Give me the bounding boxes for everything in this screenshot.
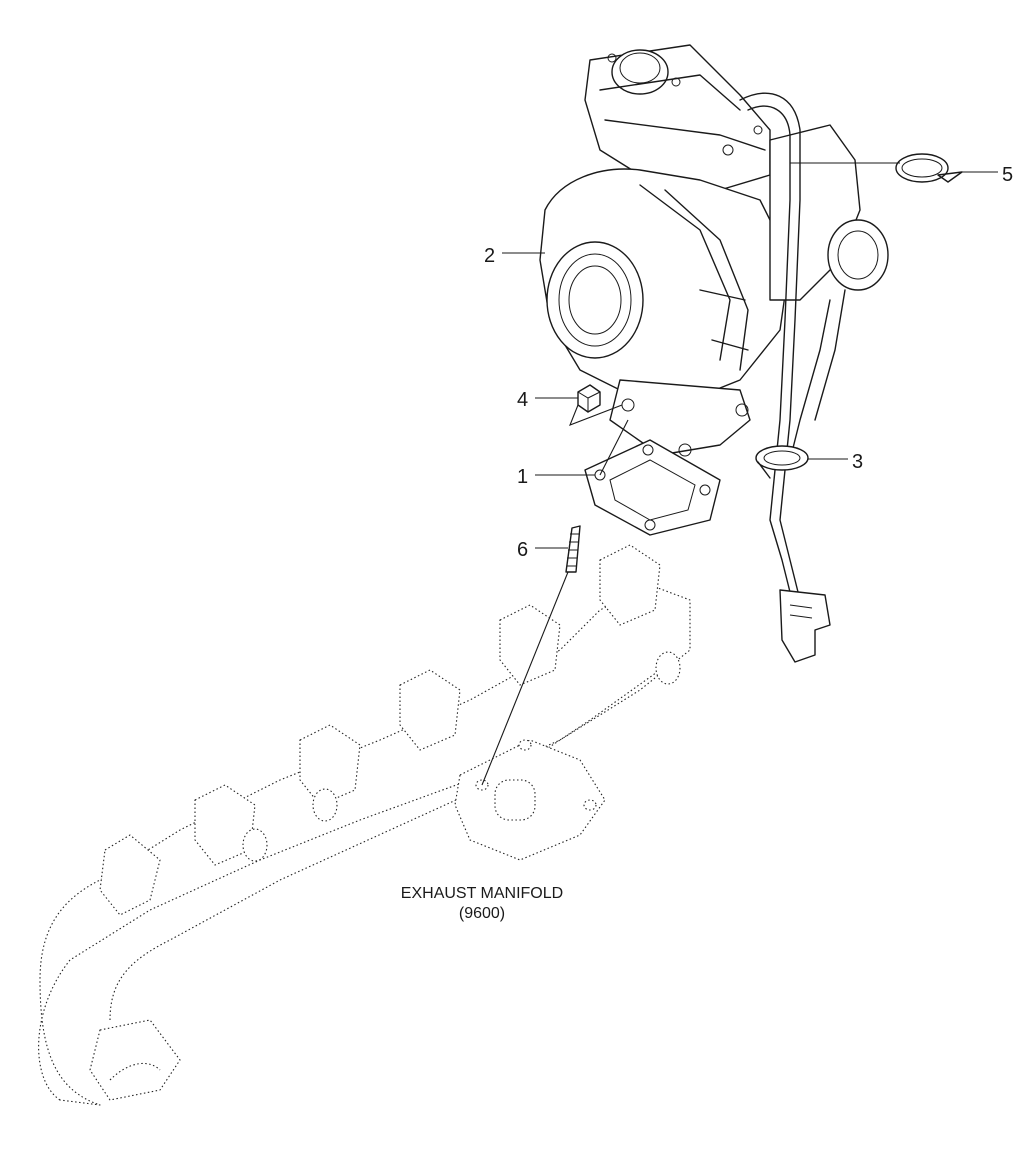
leader-5	[790, 162, 998, 173]
manifold-title: EXHAUST MANIFOLD	[401, 885, 563, 902]
callout-5: 5	[1002, 164, 1013, 186]
exhaust-manifold-phantom	[38, 544, 691, 1106]
callout-leaders	[502, 162, 998, 549]
part-1-gasket	[584, 439, 721, 536]
part-4-nut	[577, 384, 601, 413]
callout-1: 1	[517, 466, 528, 488]
callout-4: 4	[517, 389, 528, 411]
callout-6: 6	[517, 539, 528, 561]
callout-2: 2	[484, 245, 495, 267]
wastegate-harness	[739, 92, 831, 663]
part-5-clamp-ring	[895, 153, 963, 183]
manifold-caption: EXHAUST MANIFOLD (9600)	[401, 885, 563, 922]
alignment-lines	[481, 404, 629, 786]
callout-3: 3	[852, 451, 863, 473]
part-6-stud	[565, 525, 581, 573]
part-3-clamp	[755, 445, 809, 479]
manifold-code: (9600)	[459, 905, 505, 922]
callout-labels: 1 2 3 4 5 6	[484, 164, 1013, 561]
turbocharger-assembly	[539, 44, 889, 461]
